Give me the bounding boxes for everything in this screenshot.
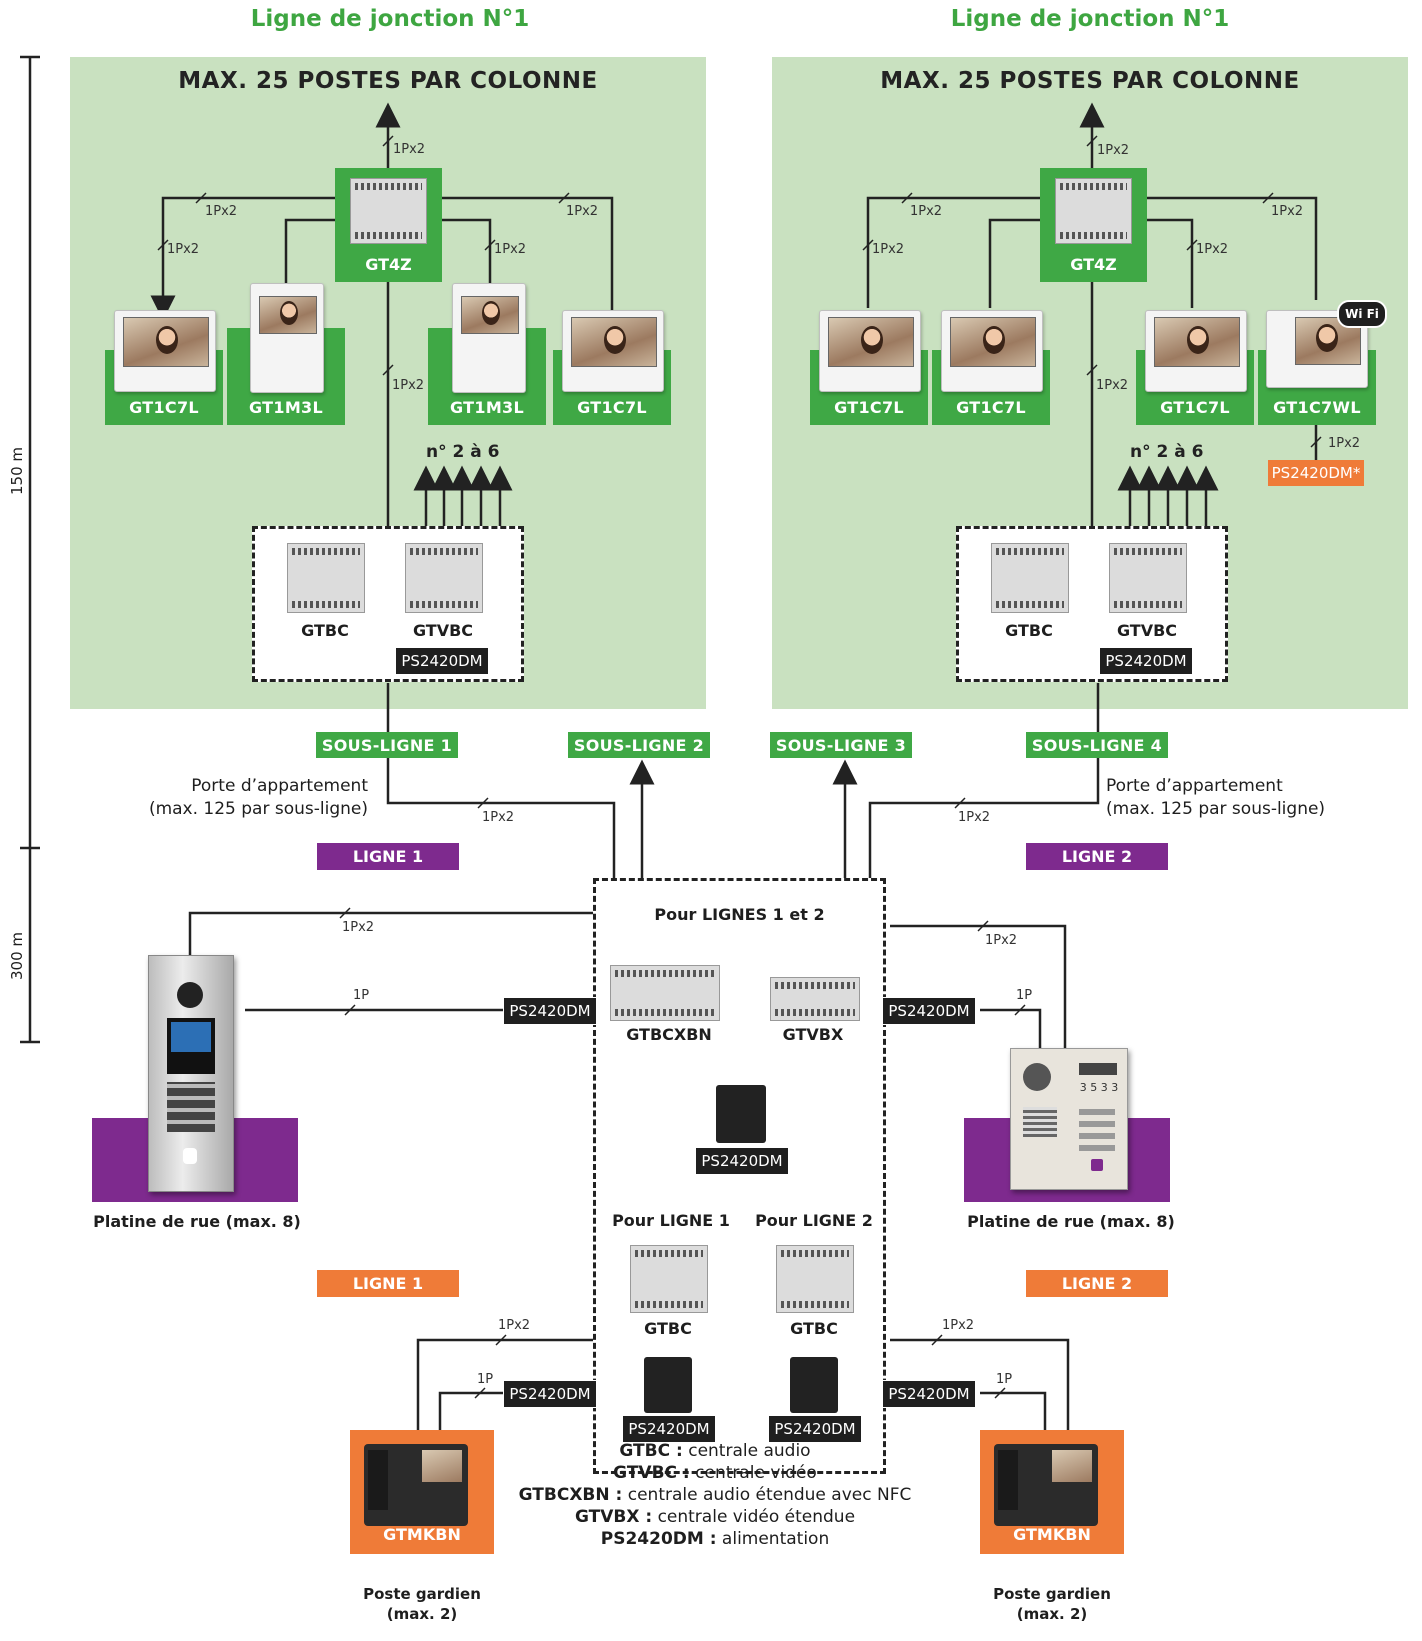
cable-label: 1Px2 <box>1096 378 1129 393</box>
junction-title-right: Ligne de jonction N°1 <box>950 6 1230 32</box>
expansion-label-left: n° 2 à 6 <box>426 442 500 462</box>
hub-label: GT4Z <box>365 255 412 274</box>
cable-label: 1Px2 <box>1196 242 1229 257</box>
cable-label: 1Px2 <box>1097 143 1130 158</box>
cable-label: 1Px2 <box>566 204 599 219</box>
power-supply-icon <box>790 1357 838 1413</box>
line-2-orange: LIGNE 2 <box>1026 1270 1168 1297</box>
gtvbc-module <box>1109 543 1187 613</box>
cable-label: 1Px2 <box>985 933 1018 948</box>
column-header-right: MAX. 25 POSTES PAR COLONNE <box>880 68 1300 94</box>
legend-row: GTBCXBN : centrale audio étendue avec NF… <box>518 1485 912 1505</box>
subline-1: SOUS-LIGNE 1 <box>316 732 458 758</box>
gtvbc-module <box>405 543 483 613</box>
legend-row: PS2420DM : alimentation <box>600 1529 830 1549</box>
gtbc-module <box>630 1245 708 1313</box>
apartment-note-left: Porte d’appartement(max. 125 par sous-li… <box>148 776 368 819</box>
central-title: Pour LIGNES 1 et 2 <box>654 905 825 924</box>
cable-label: 1Px2 <box>494 242 527 257</box>
digit-readout: 3 5 3 3 <box>1079 1081 1119 1094</box>
cable-label: 1Px2 <box>393 142 426 157</box>
wifi-icon: Wi Fi <box>1337 300 1387 328</box>
cable-label: 1Px2 <box>482 810 515 825</box>
cable-label: 1P <box>1016 988 1033 1003</box>
extra-power-label: PS2420DM* <box>1268 460 1364 486</box>
cable-label: 1Px2 <box>1328 436 1361 451</box>
cable-label: 1Px2 <box>167 242 200 257</box>
power-label: PS2420DM <box>395 647 489 675</box>
monitor-gt1m3l <box>250 283 324 393</box>
control-box-right: GTBC GTVBC PS2420DM <box>956 526 1228 682</box>
guard-station-left: GTMKBN <box>350 1430 494 1554</box>
monitor-gt1c7l <box>941 310 1043 392</box>
street-panel-caption-left: Platine de rue (max. 8) <box>93 1212 301 1231</box>
subline-2: SOUS-LIGNE 2 <box>568 732 710 758</box>
monitor-gt1m3l <box>452 283 526 393</box>
power-label: PS2420DM <box>695 1147 789 1175</box>
monitor-gt1c7l <box>819 310 921 392</box>
distance-150m: 150 m <box>8 446 26 495</box>
cable-label: 1Px2 <box>392 378 425 393</box>
gt4z-hub-right: GT4Z <box>1040 168 1147 282</box>
power-label: PS2420DM <box>622 1415 716 1443</box>
power-label: PS2420DM <box>503 1380 597 1408</box>
street-panel-caption-right: Platine de rue (max. 8) <box>967 1212 1175 1231</box>
gtbc-module <box>287 543 365 613</box>
cable-label: 1Px2 <box>342 920 375 935</box>
cable-label: 1P <box>996 1372 1013 1387</box>
power-label: PS2420DM <box>503 997 597 1025</box>
distance-300m: 300 m <box>8 931 26 980</box>
cable-label: 1Px2 <box>958 810 991 825</box>
gtbcxbn-module <box>610 965 720 1021</box>
power-label: PS2420DM <box>768 1415 862 1443</box>
cable-label: 1Px2 <box>942 1318 975 1333</box>
cable-label: 1P <box>353 988 370 1003</box>
cable-label: 1Px2 <box>872 242 905 257</box>
guard-caption-right: Poste gardien(max. 2) <box>993 1585 1111 1623</box>
subline-3: SOUS-LIGNE 3 <box>770 732 912 758</box>
gtvbx-module <box>770 977 860 1021</box>
gtbc-module <box>776 1245 854 1313</box>
power-label: PS2420DM <box>1099 647 1193 675</box>
monitor-gt1c7l <box>562 310 664 392</box>
monitor-gt1c7l <box>114 310 216 392</box>
cable-label: 1P <box>477 1372 494 1387</box>
legend-row: GTVBX : centrale vidéo étendue <box>574 1507 856 1527</box>
power-supply-icon <box>644 1357 692 1413</box>
cable-label: 1Px2 <box>498 1318 531 1333</box>
central-box: Pour LIGNES 1 et 2 GTBCXBN GTVBX PS2420D… <box>593 878 886 1474</box>
street-panel-left <box>148 955 234 1192</box>
legend-row: GTBC : centrale audio <box>619 1441 811 1461</box>
street-panel-right: 3 5 3 3 <box>1010 1048 1128 1190</box>
guard-station-right: GTMKBN <box>980 1430 1124 1554</box>
power-label: PS2420DM <box>882 997 976 1025</box>
hub-label: GT4Z <box>1070 255 1117 274</box>
gt4z-hub-left: GT4Z <box>335 168 442 282</box>
gtbc-module <box>991 543 1069 613</box>
expansion-label-right: n° 2 à 6 <box>1130 442 1204 462</box>
guard-caption-left: Poste gardien(max. 2) <box>363 1585 481 1623</box>
junction-title-left: Ligne de jonction N°1 <box>250 6 530 32</box>
control-box-left: GTBC GTVBC PS2420DM <box>252 526 524 682</box>
cable-label: 1Px2 <box>910 204 943 219</box>
line-1-purple: LIGNE 1 <box>317 843 459 870</box>
column-header-left: MAX. 25 POSTES PAR COLONNE <box>178 68 598 94</box>
legend: GTBC : centrale audio GTVBC : centrale v… <box>480 1440 950 1550</box>
power-supply-icon <box>716 1085 766 1143</box>
power-label: PS2420DM <box>882 1380 976 1408</box>
cable-label: 1Px2 <box>205 204 238 219</box>
monitor-gt1c7l <box>1145 310 1247 392</box>
legend-row: GTVBC : centrale vidéo <box>613 1463 817 1483</box>
line-2-purple: LIGNE 2 <box>1026 843 1168 870</box>
subline-4: SOUS-LIGNE 4 <box>1026 732 1168 758</box>
line-1-orange: LIGNE 1 <box>317 1270 459 1297</box>
apartment-note-right: Porte d’appartement(max. 125 par sous-li… <box>1106 776 1326 819</box>
cable-label: 1Px2 <box>1271 204 1304 219</box>
